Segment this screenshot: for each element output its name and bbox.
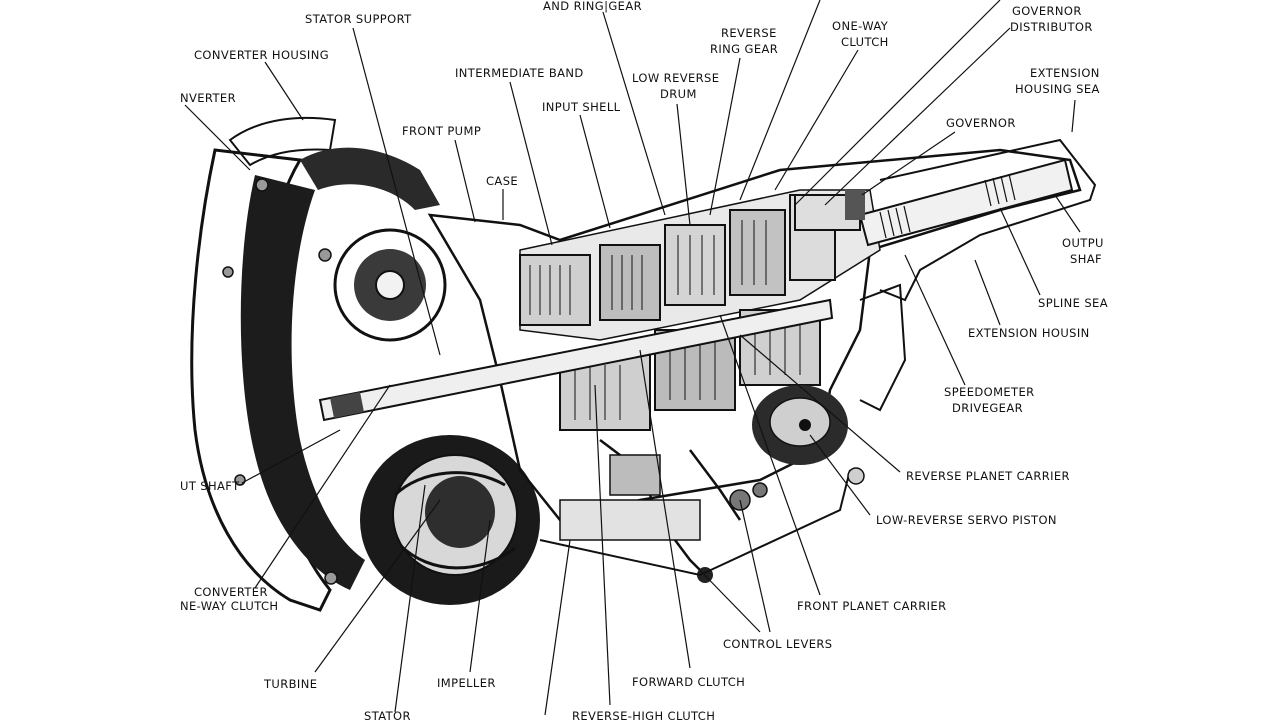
label-stator-support: STATOR SUPPORT <box>305 12 412 26</box>
label-reverse-ring-gear-line1: REVERSE <box>721 26 777 40</box>
label-one-way-clutch-line2: CLUTCH <box>841 35 889 49</box>
label-output-shaft-line2: SHAF <box>1070 252 1102 266</box>
label-one-way-clutch-line1: ONE-WAY <box>832 19 889 33</box>
label-stator: STATOR <box>364 709 411 720</box>
label-front-planet-carrier: FRONT PLANET CARRIER <box>797 599 947 613</box>
label-input-shaft: UT SHAFT <box>180 479 240 493</box>
label-control-levers: CONTROL LEVERS <box>723 637 833 651</box>
label-governor: GOVERNOR <box>946 116 1016 130</box>
label-converter-one-way-clutch-line1: CONVERTER <box>194 585 268 599</box>
labels: AND RING|GEAR STATOR SUPPORT CONVERTER H… <box>180 0 1108 720</box>
label-reverse-high-clutch: REVERSE-HIGH CLUTCH <box>572 709 715 720</box>
label-spline-seal: SPLINE SEA <box>1038 296 1108 310</box>
label-converter-one-way-clutch-line2: NE-WAY CLUTCH <box>180 599 278 613</box>
label-extension-housing: EXTENSION HOUSIN <box>968 326 1090 340</box>
label-front-pump: FRONT PUMP <box>402 124 481 138</box>
label-low-reverse-drum-line1: LOW REVERSE <box>632 71 719 85</box>
transmission-illustration <box>190 116 1097 612</box>
label-output-shaft-line1: OUTPU <box>1062 236 1104 250</box>
label-forward-clutch: FORWARD CLUTCH <box>632 675 745 689</box>
label-reverse-planet-carrier: REVERSE PLANET CARRIER <box>906 469 1070 483</box>
label-intermediate-band: INTERMEDIATE BAND <box>455 66 584 80</box>
label-low-reverse-drum-line2: DRUM <box>660 87 697 101</box>
label-converter: NVERTER <box>180 91 236 105</box>
label-extension-housing-seal-line1: EXTENSION <box>1030 66 1100 80</box>
label-extension-housing-seal-line2: HOUSING SEA <box>1015 82 1100 96</box>
label-governor-distributor-line1: GOVERNOR <box>1012 4 1082 18</box>
label-input-shell: INPUT SHELL <box>542 100 621 114</box>
label-governor-distributor-line2: DISTRIBUTOR <box>1010 20 1093 34</box>
leader-lines <box>184 0 1081 716</box>
label-and-ring-gear: AND RING|GEAR <box>543 0 642 13</box>
label-low-reverse-servo-piston: LOW-REVERSE SERVO PISTON <box>876 513 1057 527</box>
label-impeller: IMPELLER <box>437 676 496 690</box>
label-speedometer-drivegear-line1: SPEEDOMETER <box>944 385 1035 399</box>
label-converter-housing: CONVERTER HOUSING <box>194 48 329 62</box>
label-speedometer-drivegear-line2: DRIVEGEAR <box>952 401 1023 415</box>
label-turbine: TURBINE <box>263 677 317 691</box>
label-reverse-ring-gear-line2: RING GEAR <box>710 42 778 56</box>
label-case: CASE <box>486 174 518 188</box>
